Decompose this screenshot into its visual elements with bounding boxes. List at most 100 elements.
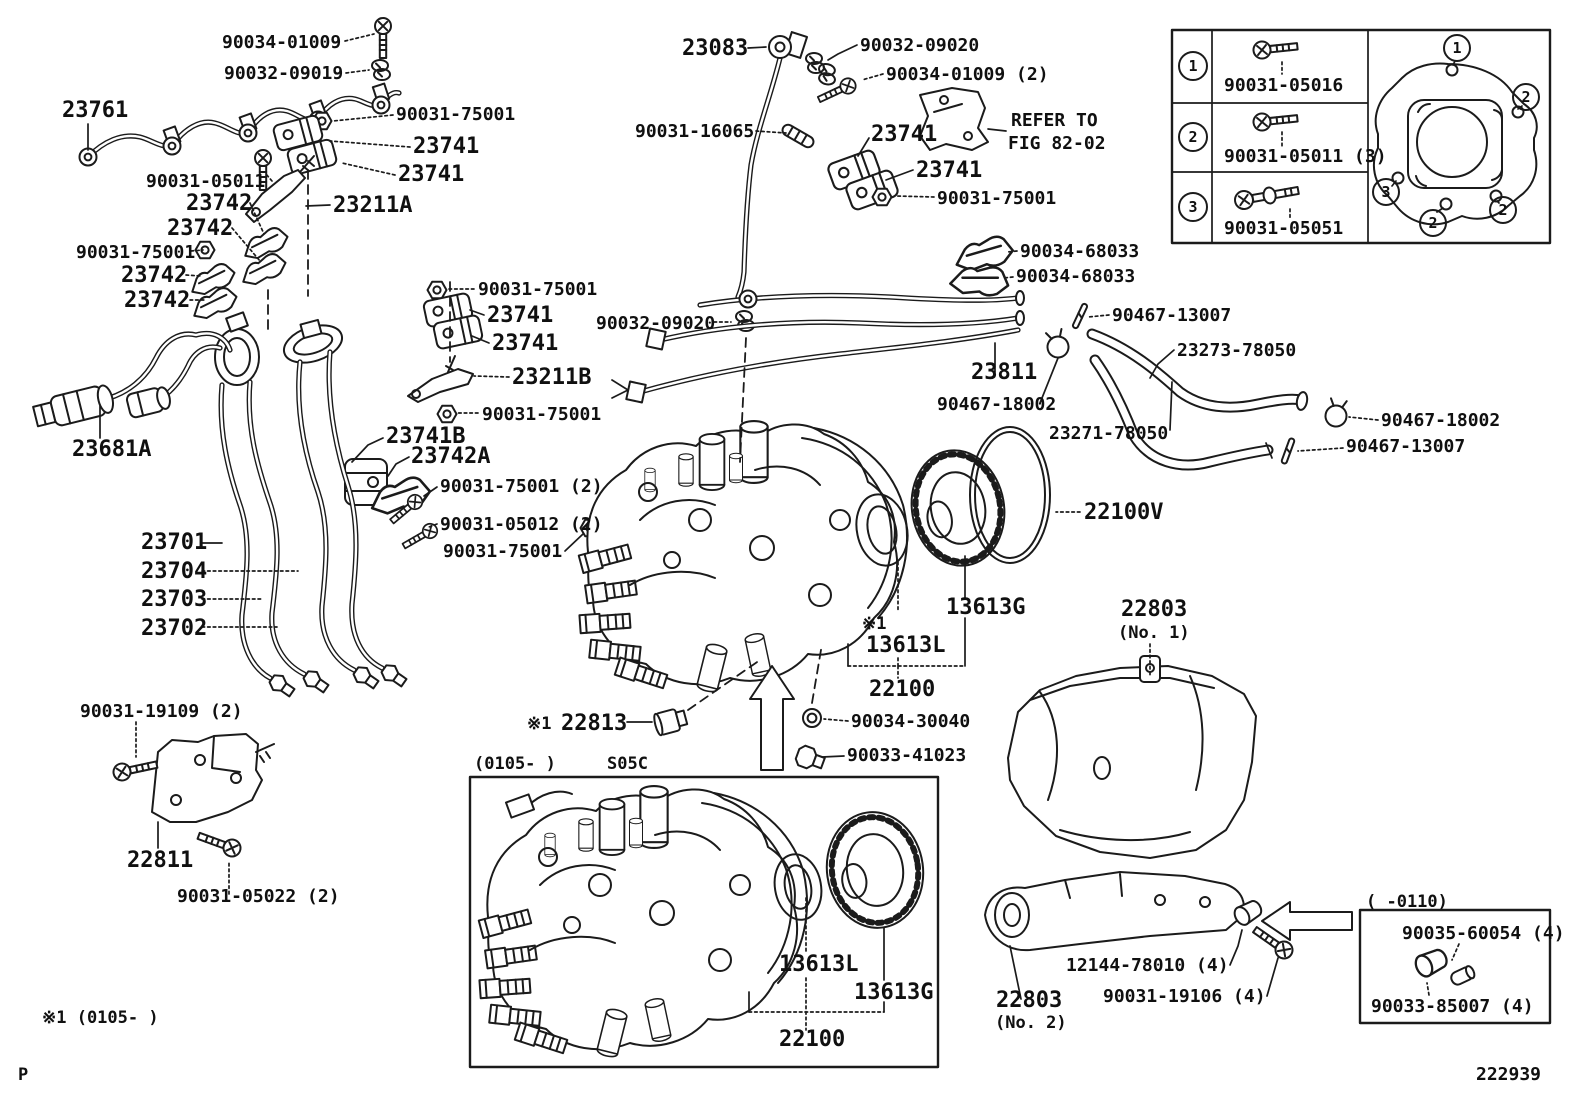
part-callout: 23273-78050 [1177, 340, 1296, 361]
part-callout: 22100 [779, 1027, 845, 1052]
gasket-callout: 2 [1521, 88, 1530, 106]
position-arrow-up [611, 379, 795, 771]
part-callout: 90034-30040 [851, 711, 970, 732]
refer-note-line1: REFER TO [1011, 110, 1098, 131]
part-callout: 23742A [411, 444, 490, 469]
part-callout: 90467-13007 [1346, 436, 1465, 457]
part-callout: 90032-09020 [596, 313, 715, 334]
gasket-callout: 3 [1381, 183, 1390, 201]
part-callout: 23681A [72, 437, 151, 462]
part-callout: 23741 [487, 303, 553, 328]
part-callout: 23701 [141, 530, 207, 555]
banjo-pipe-23083 [735, 31, 809, 300]
note-symbol: ※1 [527, 714, 551, 734]
inset-caption: (0105- ) [474, 754, 556, 774]
part-callout: 90033-85007 (4) [1371, 996, 1534, 1017]
part-callout: 90467-18002 [937, 394, 1056, 415]
footnote-text: ※1 (0105- ) [42, 1008, 159, 1028]
part-callout: 23742 [186, 191, 252, 216]
part-callout: 23741B [386, 424, 465, 449]
part-callout: 13613L [779, 952, 858, 977]
part-callout: 90033-41023 [847, 745, 966, 766]
gasket-callout: 2 [1428, 214, 1437, 232]
injection-pump-body [577, 419, 908, 695]
gasket-callout: 2 [1498, 201, 1507, 219]
part-callout: 23741 [492, 331, 558, 356]
part-callout: 23742 [124, 288, 190, 313]
part-callout: 22813 [561, 711, 627, 736]
pump-gasket-diagram [1372, 34, 1540, 237]
part-callout: 90031-75001 (2) [440, 476, 603, 497]
leader-lines [87, 33, 1460, 1031]
table-row-number: 2 [1188, 128, 1197, 146]
refer-note-line2: FIG 82-02 [1008, 133, 1106, 154]
part-callout: 23811 [971, 360, 1037, 385]
part-callout: 23741 [871, 122, 937, 147]
part-callout: 23741 [413, 134, 479, 159]
part-callout: 90031-19109 (2) [80, 701, 243, 722]
part-callout: 22811 [127, 848, 193, 873]
fuel-pipes-23811 [625, 289, 1025, 404]
part-callout: 90031-05012 (2) [440, 514, 603, 535]
direction-arrow-left [1261, 901, 1353, 941]
part-callout: 22803 [996, 988, 1062, 1013]
part-callout-sub: (No. 2) [995, 1013, 1067, 1033]
pump-service-parts [653, 708, 828, 774]
part-callout: 90467-18002 [1381, 410, 1500, 431]
part-callout: 90031-75001 [478, 279, 597, 300]
part-callout: 90034-68033 [1020, 241, 1139, 262]
part-callout: 12144-78010 (4) [1066, 955, 1229, 976]
part-callout: 22100 [869, 677, 935, 702]
part-callout: 13613G [854, 980, 933, 1005]
part-callout: 90467-13007 [1112, 305, 1231, 326]
table-row-number: 1 [1188, 57, 1197, 75]
plug-kit-box [1358, 908, 1552, 1025]
part-callout: 13613G [946, 595, 1025, 620]
part-callout: 90034-01009 (2) [886, 64, 1049, 85]
table-part-number: 90031-05011 (3) [1224, 146, 1387, 167]
part-callout: 90031-16065 [635, 121, 754, 142]
part-callout: 90034-01009 [222, 32, 341, 53]
part-callout: 23271-78050 [1049, 423, 1168, 444]
injection-nozzle-23681A [32, 384, 171, 428]
part-callout: 13613L [866, 633, 945, 658]
part-callout: 90034-68033 [1016, 266, 1135, 287]
part-callout: 90032-09020 [860, 35, 979, 56]
part-callout: 23761 [62, 98, 128, 123]
part-callout: 23742 [121, 263, 187, 288]
part-callout: 23741 [398, 162, 464, 187]
note-symbol: ※1 [862, 614, 886, 634]
injection-pipes-23701-23704 [99, 311, 410, 701]
part-callout: 23211B [512, 365, 591, 390]
part-callout: 90031-05011 [146, 171, 265, 192]
part-callout: 90031-75001 [76, 242, 195, 263]
pipe-clamps-23741-mid [344, 280, 601, 554]
part-callout: 90035-60054 (4) [1402, 923, 1565, 944]
rbox-caption: ( -0110) [1366, 892, 1448, 912]
long-bolt-icon [1234, 186, 1300, 210]
table-part-number: 90031-05051 [1224, 218, 1343, 239]
page-marker: P [18, 1065, 28, 1085]
part-callout: 90031-75001 [396, 104, 515, 125]
part-callout: 23702 [141, 616, 207, 641]
part-callout: 90031-75001 [937, 188, 1056, 209]
part-callout-sub: (No. 1) [1118, 623, 1190, 643]
timing-cover-22803-no1 [1007, 655, 1257, 859]
inset-engine-code: S05C [607, 754, 648, 774]
part-callout: 22803 [1121, 597, 1187, 622]
part-callout: 90031-19106 (4) [1103, 986, 1266, 1007]
part-callout: 23211A [333, 193, 412, 218]
table-part-number: 90031-05016 [1224, 75, 1343, 96]
leak-pipe-23761 [78, 82, 402, 167]
part-callout: 23741 [916, 158, 982, 183]
water-hoses [1042, 302, 1351, 471]
part-callout: 23703 [141, 587, 207, 612]
part-callout: 23742 [167, 216, 233, 241]
part-callout: 23083 [682, 36, 748, 61]
part-callout: 90031-75001 [482, 404, 601, 425]
part-callout: 90031-75001 [443, 541, 562, 562]
bolt-legend-table [1170, 28, 1552, 245]
part-callout: 22100V [1084, 500, 1163, 525]
